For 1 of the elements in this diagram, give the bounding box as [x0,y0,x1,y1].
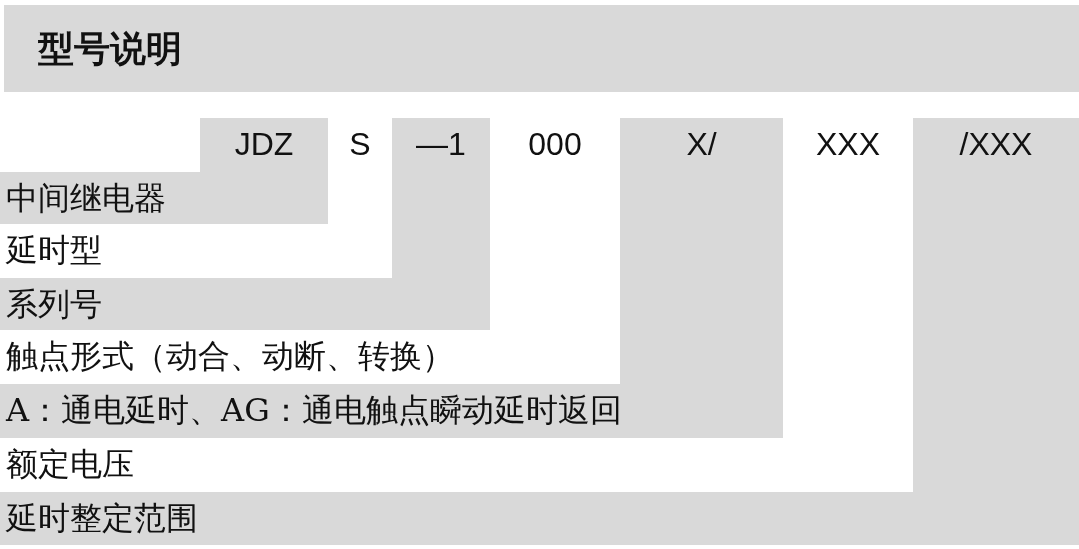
title: 型号说明 [38,27,182,71]
